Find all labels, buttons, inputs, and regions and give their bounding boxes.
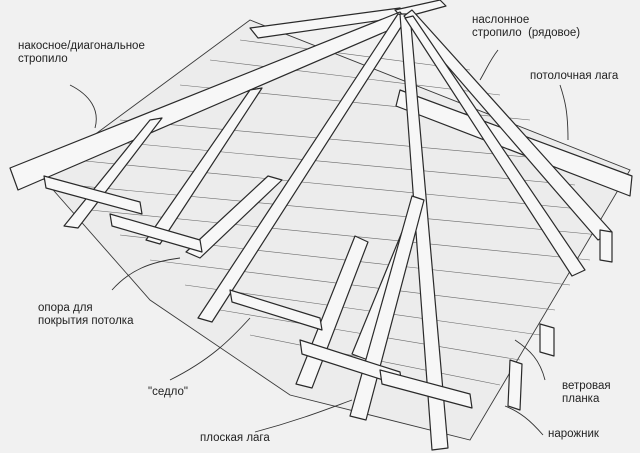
rafter-mid-right: [404, 15, 586, 277]
label-jack-rafter-text: нарожник: [548, 428, 599, 440]
flat-joist-stack-5: [379, 369, 473, 409]
jack-rafter-3: [185, 175, 283, 259]
label-saddle: "седло": [148, 386, 188, 399]
jack-rafter-2: [145, 87, 263, 245]
label-flat-joist-text: плоская лага: [200, 432, 270, 444]
label-ceiling-joist: потолочная лага: [530, 70, 618, 83]
label-hip-rafter: накосное/диагональное стропило: [18, 40, 145, 66]
label-jack-rafter: нарожник: [548, 428, 599, 441]
label-wind-brace: ветровая планка: [562, 380, 611, 406]
label-ceiling-joist-text: потолочная лага: [530, 70, 619, 82]
label-ceiling-support: опора для покрытия потолка: [38, 302, 133, 328]
label-saddle-text: "седло": [148, 386, 189, 398]
flat-joist-stack-3: [229, 289, 323, 331]
label-wind-brace-text: ветровая планка: [562, 380, 611, 405]
flat-joist-stack-2: [109, 213, 203, 253]
right-support-1: [599, 229, 613, 263]
flat-joist-stack-1: [43, 175, 143, 215]
leader-lines: [69, 49, 569, 436]
label-common-rafter: наслонное стропило (рядовое): [472, 14, 580, 40]
right-support-2: [539, 323, 555, 357]
label-common-rafter-text: наслонное стропило (рядовое): [472, 14, 581, 39]
label-flat-joist: плоская лага: [200, 432, 270, 445]
label-ceiling-support-text: опора для покрытия потолка: [38, 302, 134, 327]
right-support-3: [507, 359, 523, 411]
label-hip-rafter-text: накосное/диагональное стропило: [18, 40, 145, 65]
